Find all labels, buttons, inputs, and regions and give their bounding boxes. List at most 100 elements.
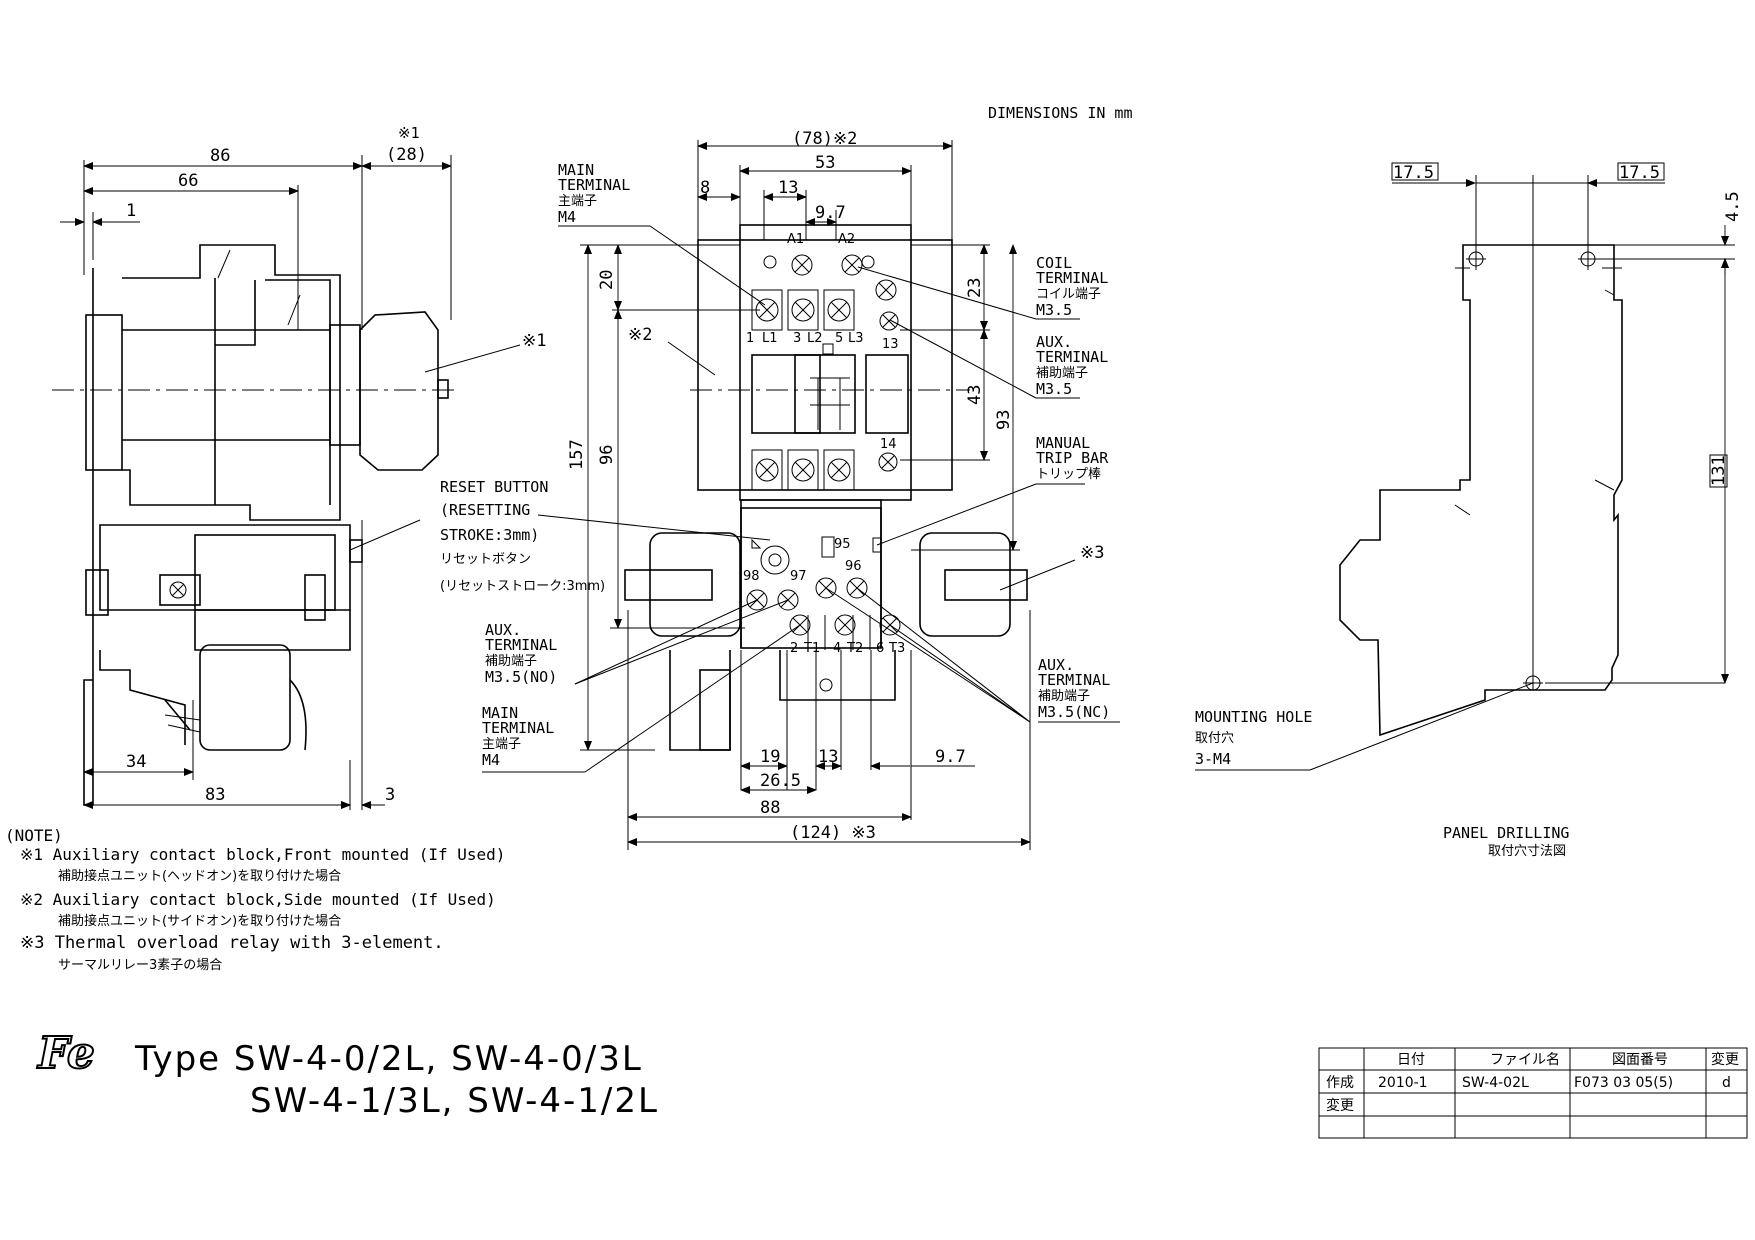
dim-78: (78)※2: [792, 129, 857, 149]
term-13: 13: [882, 337, 899, 352]
notes-header: (NOTE): [5, 826, 63, 845]
note-3-jp: サーマルリレー3素子の場合: [58, 958, 222, 973]
dim-9-7-bot: 9.7: [935, 747, 966, 767]
note-2: ※2 Auxiliary contact block,Side mounted …: [20, 890, 496, 909]
main-terminal-bot-l1: MAIN: [482, 704, 518, 722]
manual-trip-l1: MANUAL: [1036, 434, 1090, 452]
term-4: 4: [833, 641, 841, 656]
notes: (NOTE) ※1 Auxiliary contact block,Front …: [5, 826, 505, 973]
main-terminal-top-size: M4: [558, 208, 576, 226]
dim-8: 8: [700, 178, 710, 198]
row-created-file: SW-4-02L: [1462, 1075, 1529, 1091]
dim-88: 88: [760, 798, 780, 818]
units-note: DIMENSIONS IN mm: [988, 104, 1133, 122]
main-terminal-bot-jp: 主端子: [482, 737, 521, 752]
coil-terminal-l2: TERMINAL: [1036, 269, 1108, 287]
aux-terminal-no-l2: TERMINAL: [485, 636, 557, 654]
dim-66: 66: [178, 171, 198, 191]
side-view: 86 ※1 (28) 66 1: [52, 124, 546, 810]
th-filename: ファイル名: [1490, 1052, 1560, 1068]
reset-button-jp1: リセットボタン: [440, 552, 531, 567]
callout-ref1: ※1: [522, 331, 546, 351]
dim-96: 96: [597, 445, 617, 465]
main-terminal-bot-size: M4: [482, 751, 500, 769]
reset-button-l3: STROKE:3mm): [440, 526, 539, 544]
note-1-jp: 補助接点ユニット(ヘッドオン)を取り付けた場合: [58, 868, 341, 884]
ref3: ※3: [1080, 543, 1104, 563]
dim-1: 1: [126, 201, 136, 221]
note-2-jp: 補助接点ユニット(サイドオン)を取り付けた場合: [58, 913, 341, 929]
main-terminal-top-l2: TERMINAL: [558, 176, 630, 194]
row-created-label: 作成: [1326, 1075, 1354, 1091]
term-98: 98: [743, 569, 760, 584]
title-line-1: Type SW-4-0/2L, SW-4-0/3L: [134, 1039, 643, 1079]
dim-20: 20: [597, 270, 617, 290]
coil-terminal-l1: COIL: [1036, 254, 1072, 272]
main-screws-top: [751, 289, 899, 331]
th-date: 日付: [1397, 1052, 1425, 1068]
aux-terminal-top-jp: 補助端子: [1036, 366, 1088, 381]
term-1: 1: [746, 331, 754, 346]
manual-trip-jp: トリップ棒: [1036, 467, 1101, 482]
fuji-logo: Fe: [35, 1027, 96, 1080]
coil-terminal-jp: コイル端子: [1036, 287, 1101, 302]
dim-131: 131: [1709, 455, 1729, 486]
note-3: ※3 Thermal overload relay with 3-element…: [20, 933, 444, 953]
callout-labels: MAIN TERMINAL 主端子 M4 COIL TERMINAL コイル端子…: [440, 161, 1534, 773]
panel-drilling: 17.5 17.5 4.5 131 PANEL DRILLING 取付穴寸法: [1339, 162, 1743, 859]
dim-93: 93: [994, 410, 1014, 430]
note-1: ※1 Auxiliary contact block,Front mounted…: [20, 845, 505, 864]
dim-157: 157: [567, 439, 587, 470]
dim-17-5-left: 17.5: [1393, 163, 1434, 183]
term-A2: A2: [838, 232, 855, 247]
dim-23: 23: [965, 278, 985, 298]
aux-terminal-top-size: M3.5: [1036, 380, 1072, 398]
mounting-hole-l1: MOUNTING HOLE: [1195, 708, 1312, 726]
th-change: 変更: [1711, 1051, 1739, 1068]
dim-3: 3: [385, 785, 395, 805]
reset-button-l2: (RESETTING: [440, 501, 530, 519]
aux-terminal-nc-l1: AUX.: [1038, 656, 1074, 674]
dim-83: 83: [205, 785, 225, 805]
main-screws-bottom: [751, 449, 898, 491]
term-L3: L3: [848, 331, 864, 346]
record-table: 日付 ファイル名 図面番号 変更 作成 2010-1 SW-4-02L F073…: [1318, 1047, 1748, 1139]
term-T1: T1: [803, 641, 820, 656]
dim-43: 43: [965, 385, 985, 405]
dim-13-top: 13: [778, 178, 798, 198]
manual-trip-l2: TRIP BAR: [1036, 449, 1109, 467]
term-3: 3: [793, 331, 801, 346]
term-5: 5: [835, 331, 843, 346]
term-L2: L2: [807, 331, 823, 346]
main-terminal-top-jp: 主端子: [558, 194, 597, 209]
relay-screws: [746, 577, 901, 636]
main-terminal-top-l1: MAIN: [558, 161, 594, 179]
aux-terminal-top-l1: AUX.: [1036, 333, 1072, 351]
term-T3: T3: [888, 641, 905, 656]
aux-terminal-no-jp: 補助端子: [485, 654, 537, 669]
mounting-hole-jp: 取付穴: [1195, 731, 1234, 746]
dim-13-bot: 13: [818, 747, 838, 767]
reset-button-jp2: (リセットストローク:3mm): [440, 579, 605, 594]
term-95: 95: [834, 537, 851, 552]
coil-screws: [791, 254, 897, 301]
dim-34: 34: [126, 752, 146, 772]
term-A1: A1: [787, 232, 804, 247]
aux-terminal-no-l1: AUX.: [485, 621, 521, 639]
row-created-date: 2010-1: [1378, 1075, 1428, 1091]
aux-terminal-nc-jp: 補助端子: [1038, 689, 1090, 704]
term-6: 6: [876, 641, 884, 656]
aux-terminal-nc-size: M3.5(NC): [1038, 703, 1110, 721]
dim-4-5: 4.5: [1723, 191, 1743, 222]
row-change-label: 変更: [1326, 1097, 1354, 1114]
term-L1: L1: [762, 331, 778, 346]
term-97: 97: [790, 569, 807, 584]
term-2: 2: [790, 641, 798, 656]
dim-ref1: ※1: [398, 124, 420, 142]
row-created-drawing: F073 03 05(5): [1574, 1075, 1673, 1091]
dim-124: (124) ※3: [790, 823, 876, 843]
main-terminal-bot-l2: TERMINAL: [482, 719, 554, 737]
reset-button-l1: RESET BUTTON: [440, 478, 548, 496]
